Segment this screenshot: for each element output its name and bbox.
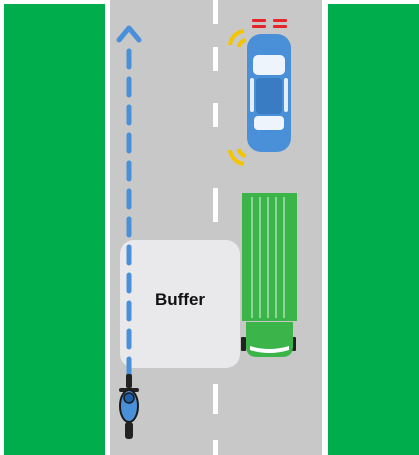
- motorcycle-helmet: [124, 393, 134, 403]
- car-side-window-left: [250, 78, 254, 112]
- car-roof: [256, 78, 282, 114]
- lane-dash: [213, 440, 218, 455]
- lane-dash: [213, 103, 218, 127]
- truck-trailer: [242, 193, 297, 321]
- car-icon: [247, 34, 291, 152]
- car-windshield: [253, 55, 285, 75]
- lane-dash: [213, 47, 218, 71]
- lane-dash: [213, 188, 218, 222]
- grass-left: [4, 4, 105, 455]
- truck-icon: [241, 193, 297, 357]
- front-sensor-bar: [273, 25, 287, 28]
- lane-dash: [213, 384, 218, 414]
- car-rear-window: [254, 116, 284, 130]
- car-side-window-right: [284, 78, 288, 112]
- truck-wheel: [241, 337, 246, 351]
- motorcycle-front-wheel: [126, 374, 132, 388]
- motorcycle-rear-wheel: [125, 422, 133, 439]
- buffer-label: Buffer: [122, 290, 238, 310]
- lane-dash: [213, 0, 218, 24]
- front-sensor-bar: [273, 19, 287, 22]
- front-sensor-bar: [252, 19, 266, 22]
- grass-right: [328, 4, 419, 455]
- front-sensor-bar: [252, 25, 266, 28]
